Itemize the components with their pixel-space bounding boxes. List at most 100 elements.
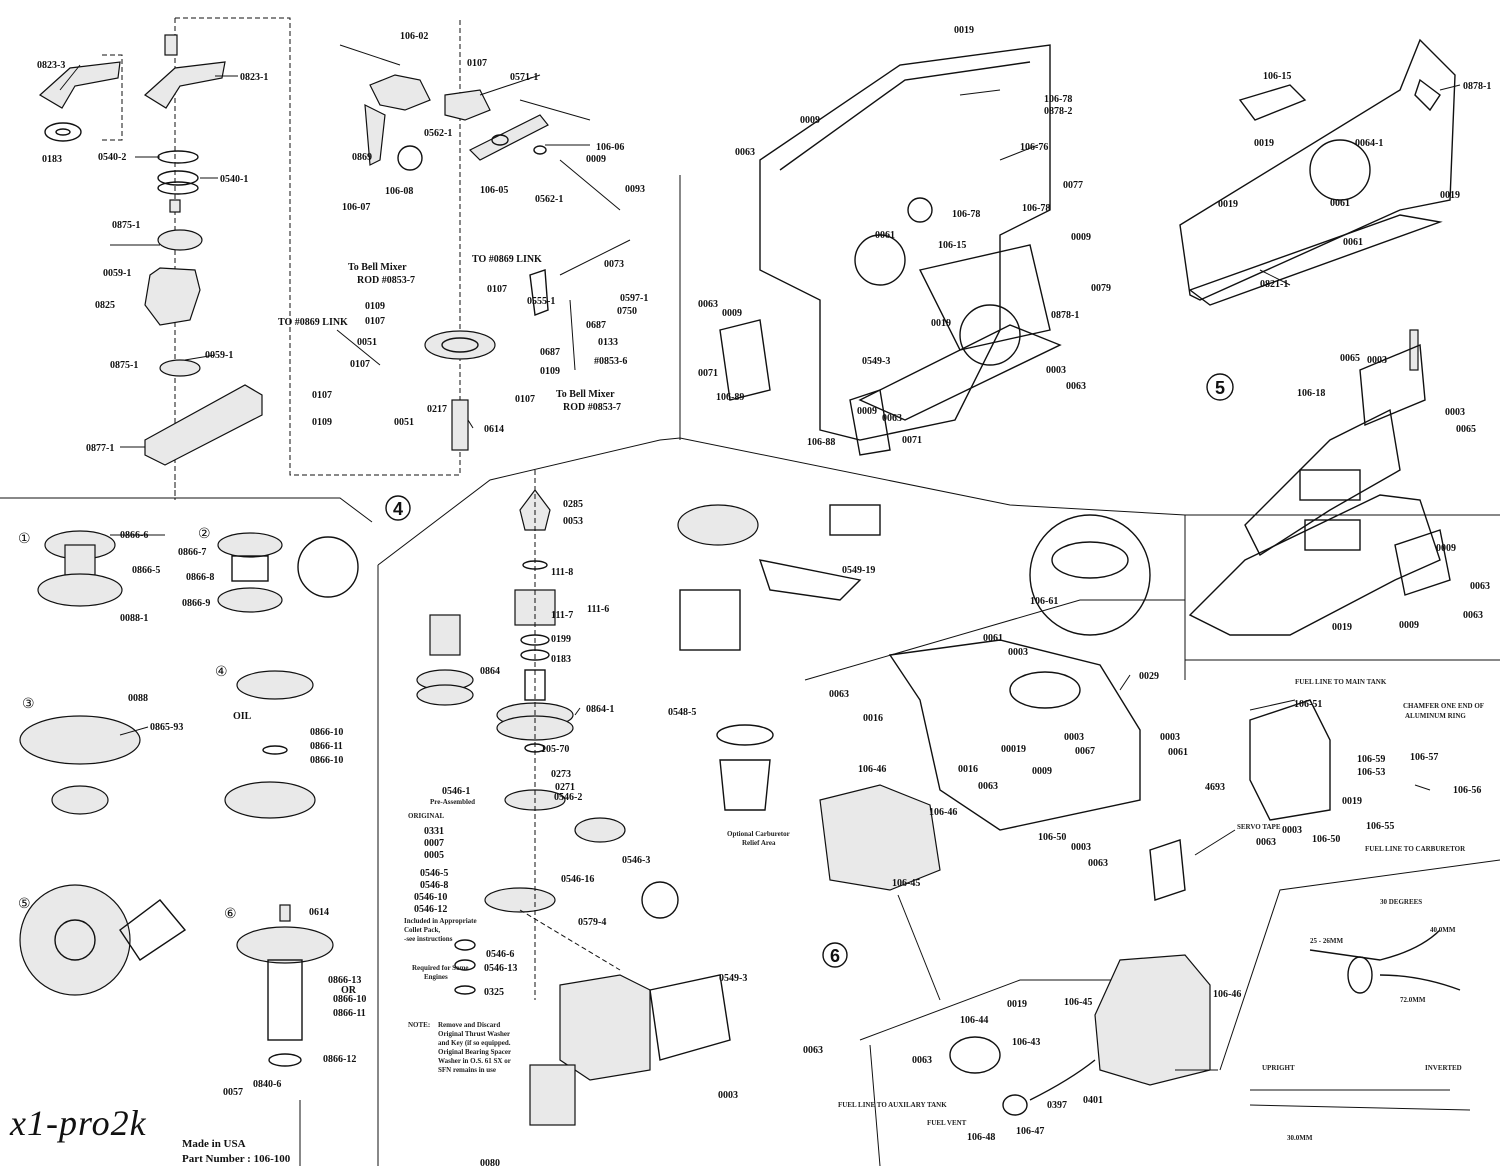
part-label: 0019 bbox=[1440, 190, 1460, 201]
part-label: 0273 bbox=[551, 769, 571, 780]
fuel-tank-group bbox=[819, 514, 1471, 1116]
annotation: and Key (if so equipped. bbox=[438, 1039, 511, 1047]
part-label: 0866-12 bbox=[323, 1054, 356, 1065]
part-label: 0009 bbox=[722, 308, 742, 319]
part-label: 0063 bbox=[829, 689, 849, 700]
part-label: 0875-1 bbox=[110, 360, 138, 371]
callout-text: ROD #0853-7 bbox=[357, 275, 415, 286]
part-label: 106-51 bbox=[1294, 699, 1322, 710]
step-number: ④ bbox=[215, 663, 228, 679]
callout-text: ROD #0853-7 bbox=[563, 402, 621, 413]
head-parts-group bbox=[38, 34, 263, 466]
part-label: 0546-12 bbox=[414, 904, 447, 915]
part-label: 0065 bbox=[1456, 424, 1476, 435]
annotation: OIL bbox=[233, 711, 252, 722]
part-label: 0019 bbox=[1332, 622, 1352, 633]
part-label: 0107 bbox=[487, 284, 507, 295]
part-label: 0821-1 bbox=[1260, 279, 1288, 290]
part-label: 0107 bbox=[365, 316, 385, 327]
part-label: 105-70 bbox=[541, 744, 569, 755]
part-label: 0401 bbox=[1083, 1095, 1103, 1106]
callout-text: To Bell Mixer bbox=[556, 389, 615, 400]
annotation: -see instructions bbox=[404, 935, 453, 943]
annotation: SFN remains in use bbox=[438, 1066, 496, 1074]
annotation: Required for Some bbox=[412, 964, 469, 972]
part-label: 0614 bbox=[484, 424, 504, 435]
part-label: 0546-6 bbox=[486, 949, 514, 960]
part-label: 0003 bbox=[1445, 407, 1465, 418]
callout-text: FUEL LINE TO MAIN TANK bbox=[1295, 678, 1387, 686]
section-marker-4 bbox=[385, 495, 411, 521]
part-label: 0878-2 bbox=[1044, 106, 1072, 117]
part-label: 0546-3 bbox=[622, 855, 650, 866]
part-label: 0016 bbox=[958, 764, 978, 775]
part-label: 0064-1 bbox=[1355, 138, 1383, 149]
annotation: Remove and Discard bbox=[438, 1021, 500, 1029]
section-marker-5 bbox=[1206, 373, 1234, 401]
step-number: ① bbox=[18, 530, 31, 546]
part-label: 106-56 bbox=[1453, 785, 1481, 796]
part-label: 0059-1 bbox=[205, 350, 233, 361]
callout-text: FUEL LINE TO CARBURETOR bbox=[1365, 845, 1466, 853]
part-label: 0073 bbox=[604, 259, 624, 270]
part-label: 0063 bbox=[803, 1045, 823, 1056]
part-label: 0063 bbox=[1066, 381, 1086, 392]
part-label: 0549-19 bbox=[842, 565, 875, 576]
mixer-parts-group bbox=[339, 44, 631, 451]
callout-text: TO #0869 LINK bbox=[472, 254, 542, 265]
part-label: 0866-5 bbox=[132, 565, 160, 576]
callout-text: To Bell Mixer bbox=[348, 262, 407, 273]
part-label: 0571-1 bbox=[510, 72, 538, 83]
part-label: 0019 bbox=[954, 25, 974, 36]
section-borders bbox=[0, 175, 1500, 1166]
part-label: 0019 bbox=[1342, 796, 1362, 807]
section-number: 6 bbox=[830, 946, 840, 966]
part-label: 106-44 bbox=[960, 1015, 988, 1026]
part-label: 0823-1 bbox=[240, 72, 268, 83]
part-label: 0107 bbox=[312, 390, 332, 401]
part-label: 0109 bbox=[540, 366, 560, 377]
part-label: 0877-1 bbox=[86, 443, 114, 454]
part-label: 0016 bbox=[863, 713, 883, 724]
dashed-groupings bbox=[100, 17, 461, 500]
part-label: 0009 bbox=[1436, 543, 1456, 554]
part-label: 0003 bbox=[1160, 732, 1180, 743]
part-label: 106-07 bbox=[342, 202, 370, 213]
part-label: 106-46 bbox=[858, 764, 886, 775]
part-label: 0063 bbox=[1256, 837, 1276, 848]
part-label: 0540-1 bbox=[220, 174, 248, 185]
part-label: 0562-1 bbox=[424, 128, 452, 139]
annotation: NOTE: bbox=[408, 1021, 430, 1029]
part-label: 0079 bbox=[1091, 283, 1111, 294]
part-label: 0540-2 bbox=[98, 152, 126, 163]
part-label: 0546-10 bbox=[414, 892, 447, 903]
part-label: 0003 bbox=[1367, 355, 1387, 366]
annotation: Included in Appropriate bbox=[404, 917, 477, 925]
part-label: 0546-8 bbox=[420, 880, 448, 891]
annotation: Collet Pack, bbox=[404, 926, 440, 934]
part-label: 0088-1 bbox=[120, 613, 148, 624]
part-label: 0063 bbox=[698, 299, 718, 310]
part-label: 0397 bbox=[1047, 1100, 1067, 1111]
part-label: 106-15 bbox=[1263, 71, 1291, 82]
part-label: 0548-5 bbox=[668, 707, 696, 718]
section-number: 4 bbox=[393, 499, 403, 519]
part-label: 0009 bbox=[800, 115, 820, 126]
step-number: ② bbox=[198, 525, 211, 541]
section-number: 5 bbox=[1215, 378, 1225, 398]
part-label: 0019 bbox=[1218, 199, 1238, 210]
part-label: 0063 bbox=[735, 147, 755, 158]
part-label: 0093 bbox=[625, 184, 645, 195]
part-label: 0057 bbox=[223, 1087, 243, 1098]
part-label: 0866-11 bbox=[333, 1008, 366, 1019]
part-label: 0009 bbox=[1071, 232, 1091, 243]
part-label: 0005 bbox=[424, 850, 444, 861]
part-label: 0325 bbox=[484, 987, 504, 998]
part-label: 0866-8 bbox=[186, 572, 214, 583]
part-label: 0065 bbox=[1340, 353, 1360, 364]
part-label: 4693 bbox=[1205, 782, 1225, 793]
part-label: 106-18 bbox=[1297, 388, 1325, 399]
annotation: Original Thrust Washer bbox=[438, 1030, 510, 1038]
part-label: 106-02 bbox=[400, 31, 428, 42]
